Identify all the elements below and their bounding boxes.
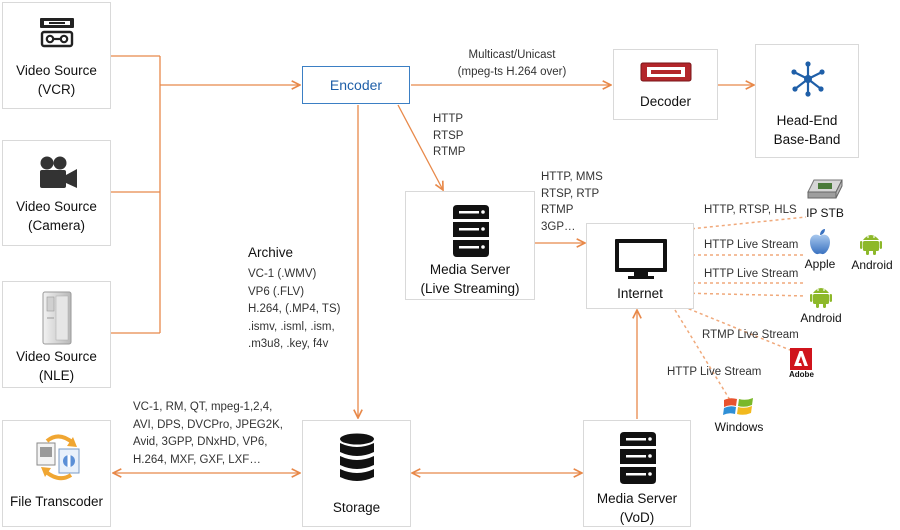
protocol-http: HTTP [433,113,464,125]
media-vod-line2: (VoD) [619,510,655,525]
database-icon [340,433,374,481]
multicast-line1: Multicast/Unicast [468,49,556,61]
live-protocol-3: RTMP [541,204,574,216]
storage-label: Storage [332,500,381,515]
live-protocols: HTTP, MMS RTSP, RTP RTMP 3GP… [541,169,603,235]
transcoder-formats: VC-1, RM, QT, mpeg-1,2,4, AVI, DPS, DVCP… [133,399,283,469]
windows-logo-icon [723,398,753,415]
format-line-3: Avid, 3GPP, DNxHD, VP6, [133,436,268,448]
headend-line1: Head-End [776,113,838,128]
archive-line-3: H.264, (.MP4, TS) [248,303,341,315]
encoder-box: Encoder [302,66,410,104]
media-server-vod-box: Media Server (VoD) [583,420,691,527]
vcr-label-line1: Video Source [16,63,97,78]
live-protocol-2: RTSP, RTP [541,187,600,200]
media-server-live-box: Media Server (Live Streaming) [405,191,535,300]
format-line-2: AVI, DPS, DVCPro, JPEG2K, [133,418,283,431]
protocol-rtsp: RTSP [433,129,464,142]
ipstb-protocol: HTTP, RTSP, HLS [704,204,797,216]
file-transcoder-box: File Transcoder [2,420,111,527]
android-icon-2 [810,288,832,308]
android-icon [860,235,882,255]
sources-to-encoder-connector [111,55,300,334]
video-source-nle-box: Video Source (NLE) [2,281,111,388]
ipstb-label: IP STB [806,206,844,220]
archive-line-2: VP6 (.FLV) [248,285,305,298]
storage-box: Storage [302,420,411,527]
windows-label: Windows [714,420,764,434]
archive-line-5: .m3u8, .key, f4v [248,338,329,350]
android-protocol: HTTP Live Stream [704,268,799,280]
camera-label-line1: Video Source [16,199,97,214]
file-convert-icon [36,434,80,481]
adobe-logo-icon [790,348,812,370]
live-protocol-4: 3GP… [541,220,576,233]
camera-icon [40,156,77,188]
format-line-4: H.264, MXF, GXF, LXF… [133,453,261,466]
multicast-line2: (mpeg-ts H.264 over) [457,65,567,78]
decoder-device-icon [640,62,692,82]
media-live-line1: Media Server [429,262,511,277]
internet-box: Internet [586,223,694,309]
windows-protocol: HTTP Live Stream [667,366,762,378]
archive-formats: VC-1 (.WMV) VP6 (.FLV) H.264, (.MP4, TS)… [248,266,340,354]
server-icon [453,205,489,257]
ipstb-device-icon [807,179,843,199]
client-links [671,216,807,401]
multicast-label: Multicast/Unicast (mpeg-ts H.264 over) [430,47,594,80]
video-source-camera-box: Video Source (Camera) [2,140,111,246]
desktop-tower-icon [42,291,72,345]
protocol-rtmp: RTMP [433,146,466,158]
android-label-2: Android [800,311,842,325]
android-label-1: Android [851,258,893,272]
file-transcoder-label: File Transcoder [9,494,104,509]
encoder-to-media-live-arrow [397,104,443,190]
vcr-label-line2: (VCR) [37,82,76,97]
decoder-box: Decoder [613,49,718,120]
adobe-protocol: RTMP Live Stream [702,329,799,341]
apple-label: Apple [804,257,836,271]
media-vod-line1: Media Server [596,491,678,506]
vcr-icon [40,18,74,48]
headend-box: Head-End Base-Band [755,44,859,158]
encoder-label: Encoder [329,77,383,93]
vod-server-icon [620,432,656,484]
nle-label-line1: Video Source [16,349,97,364]
archive-line-1: VC-1 (.WMV) [248,268,317,280]
encoder-protocols: HTTP RTSP RTMP [433,111,465,161]
media-live-line2: (Live Streaming) [420,281,520,296]
video-source-vcr-box: Video Source (VCR) [2,2,111,109]
camera-label-line2: (Camera) [27,218,85,233]
network-hub-icon [791,61,825,97]
adobe-label: Adobe [789,370,814,379]
format-line-1: VC-1, RM, QT, mpeg-1,2,4, [133,401,273,413]
live-protocol-1: HTTP, MMS [541,171,603,183]
apple-protocol: HTTP Live Stream [704,239,799,251]
internet-label: Internet [617,286,663,301]
apple-icon [810,229,830,255]
decoder-label: Decoder [639,94,692,109]
monitor-icon [615,239,667,279]
archive-line-4: .ismv, .isml, .ism, [248,320,335,333]
archive-title: Archive [248,245,294,260]
headend-line2: Base-Band [773,132,841,147]
nle-label-line2: (NLE) [38,368,75,383]
